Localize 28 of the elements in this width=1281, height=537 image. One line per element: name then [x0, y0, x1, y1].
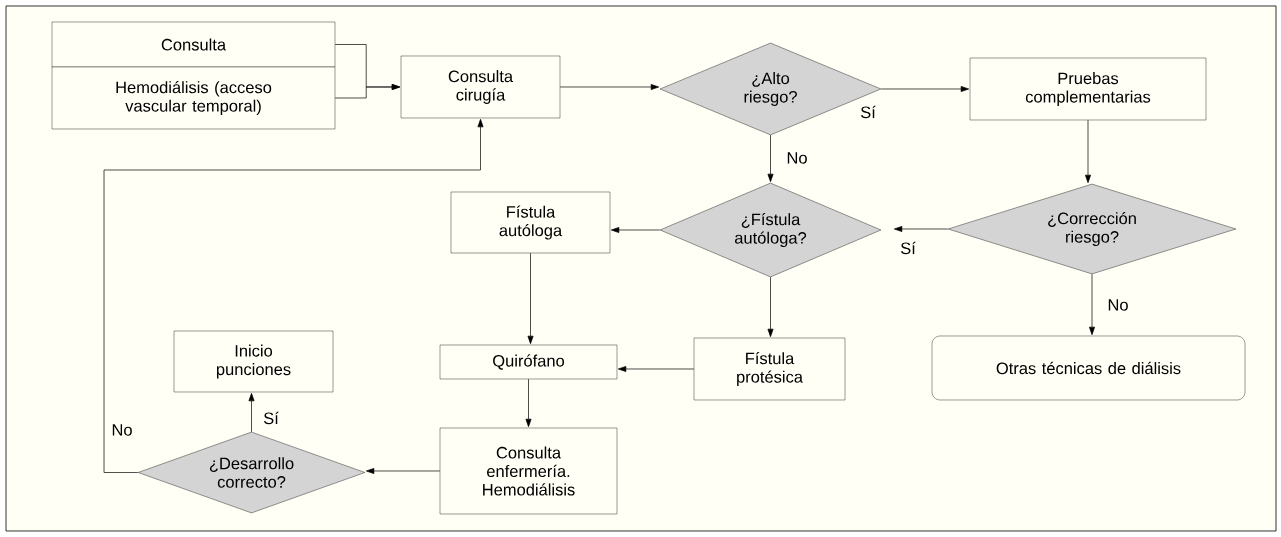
edge-label: No [110, 423, 134, 437]
arrow [767, 276, 774, 338]
arrow [617, 366, 695, 372]
arrow [893, 226, 949, 232]
terminal-box: Otras técnicas de diálisis [931, 335, 1246, 401]
process-box: Consulta enfermería. Hemodiálisis [439, 427, 618, 515]
edge-label: No [785, 151, 809, 165]
arrow [610, 227, 661, 233]
process-box: Quirófano [439, 344, 618, 380]
arrow [559, 84, 660, 90]
arrow [334, 84, 401, 99]
process-box: Hemodiálisis (acceso vascular temporal) [51, 66, 336, 130]
arrow [103, 118, 484, 473]
process-box: Consulta cirugía [400, 55, 561, 119]
arrow [365, 468, 441, 474]
process-box: Consulta [51, 21, 336, 68]
arrow [525, 378, 532, 428]
process-box: Inicio punciones [173, 330, 334, 393]
edge-label: No [1106, 298, 1130, 312]
arrow [1085, 119, 1091, 184]
arrow [767, 134, 774, 183]
process-box: Fístula protésica [693, 337, 846, 401]
arrow [1089, 273, 1095, 336]
arrow [248, 392, 255, 433]
arrow [880, 86, 970, 92]
process-box: Pruebas complementarias [969, 57, 1207, 121]
process-box: Fístula autóloga [450, 191, 611, 254]
arrow [527, 252, 534, 345]
